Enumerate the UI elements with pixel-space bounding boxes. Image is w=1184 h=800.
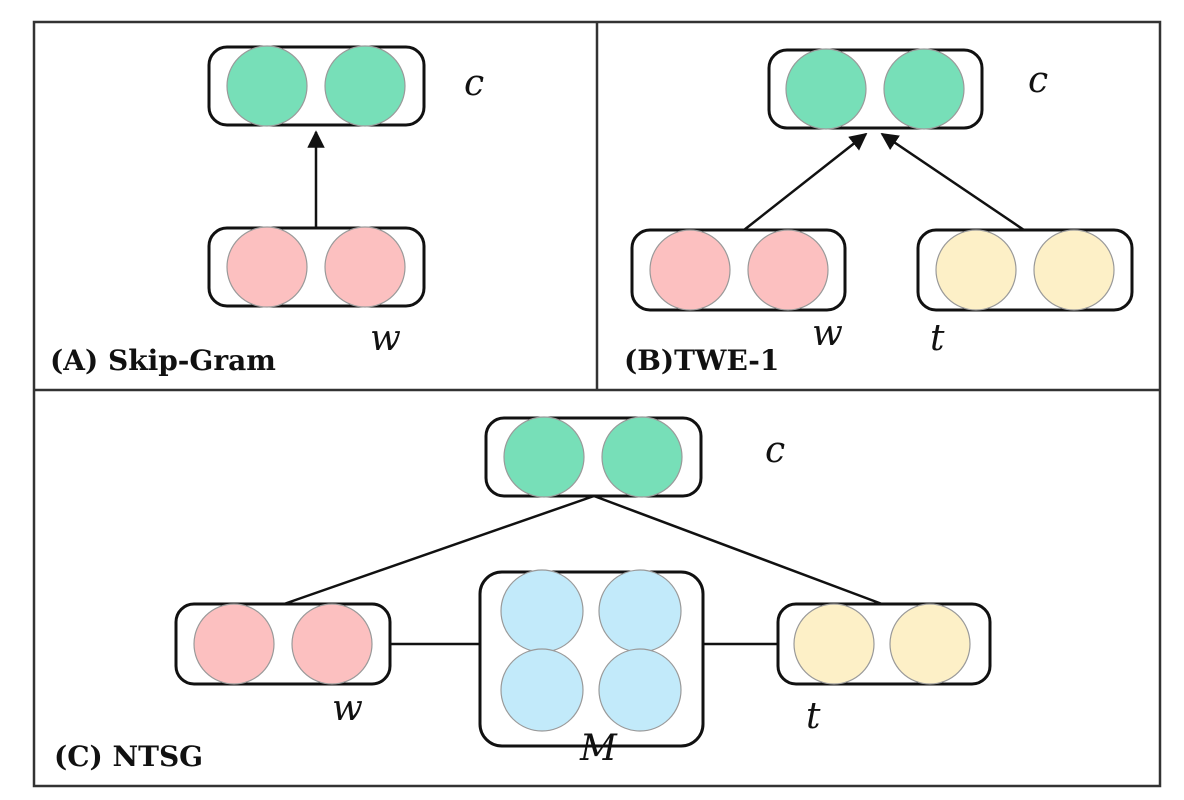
word-node [291,603,373,685]
context-node [324,45,406,127]
context-vector-c [207,45,426,127]
matrix-node [500,648,584,732]
matrix-node [500,569,584,653]
topic-node [1033,229,1115,311]
label-c: c [765,430,785,471]
word-node [747,229,829,311]
panel-title-a: (A) Skip-Gram [50,344,276,377]
edge-t-to-c [880,132,1025,232]
matrix-m [478,569,705,748]
topic-vector-t [776,602,992,686]
label-t: t [806,696,821,737]
panel-ntsg: c w M t (C) NTSG [54,416,992,773]
topic-node [889,603,971,685]
topic-node [793,603,875,685]
label-w: w [332,688,363,729]
context-vector-c [484,416,703,498]
topic-vector-t [916,228,1134,312]
panel-skip-gram: c w (A) Skip-Gram [50,45,484,377]
label-m: M [579,728,618,769]
topic-node [935,229,1017,311]
edge-w-to-c [743,132,868,231]
word-vector-w [207,226,426,308]
context-node [785,48,867,130]
context-node [503,416,585,498]
word-node [324,226,406,308]
edge-w-to-c [283,494,595,606]
context-node [226,45,308,127]
context-node [883,48,965,130]
matrix-node [598,569,682,653]
context-node [601,416,683,498]
word-node [226,226,308,308]
label-c: c [464,63,484,104]
context-vector-c [767,48,984,130]
word-node [193,603,275,685]
word-vector-w [630,228,847,312]
panel-title-c: (C) NTSG [54,740,203,773]
label-c: c [1028,60,1048,101]
label-w: w [370,318,401,359]
panel-title-b: (B)TWE-1 [624,344,779,377]
panel-twe-1: c w t (B)TWE-1 [624,48,1134,377]
label-w: w [812,313,843,354]
word-vector-w [174,602,392,686]
label-t: t [930,318,945,359]
matrix-node [598,648,682,732]
word-node [649,229,731,311]
edge-t-to-c [593,494,883,606]
